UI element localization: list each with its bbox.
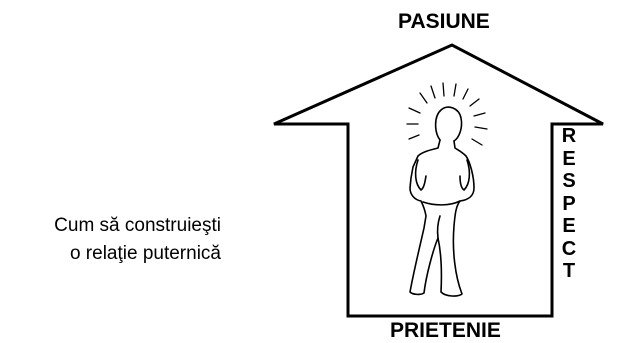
respect-letter: R	[561, 125, 577, 147]
respect-letter: T	[562, 260, 576, 282]
glow-rays-icon	[406, 82, 488, 146]
respect-letter: E	[562, 215, 576, 237]
caption-line-2: o relaţie puternică	[69, 243, 221, 264]
respect-letter: C	[561, 237, 577, 260]
respect-letter: E	[562, 147, 576, 170]
respect-letter: S	[562, 170, 576, 192]
wall-label-respect: R E S P E C T	[560, 125, 578, 283]
floor-label-prietenie: PRIETENIE	[390, 319, 501, 342]
roof-label-pasiune: PASIUNE	[398, 10, 490, 33]
person-figure-icon	[409, 106, 475, 297]
caption: Cum să construieşti o relaţie puternică	[54, 212, 221, 268]
caption-line-1: Cum să construieşti	[54, 215, 221, 236]
respect-letter: P	[562, 192, 576, 215]
house-outline-icon	[273, 43, 604, 318]
